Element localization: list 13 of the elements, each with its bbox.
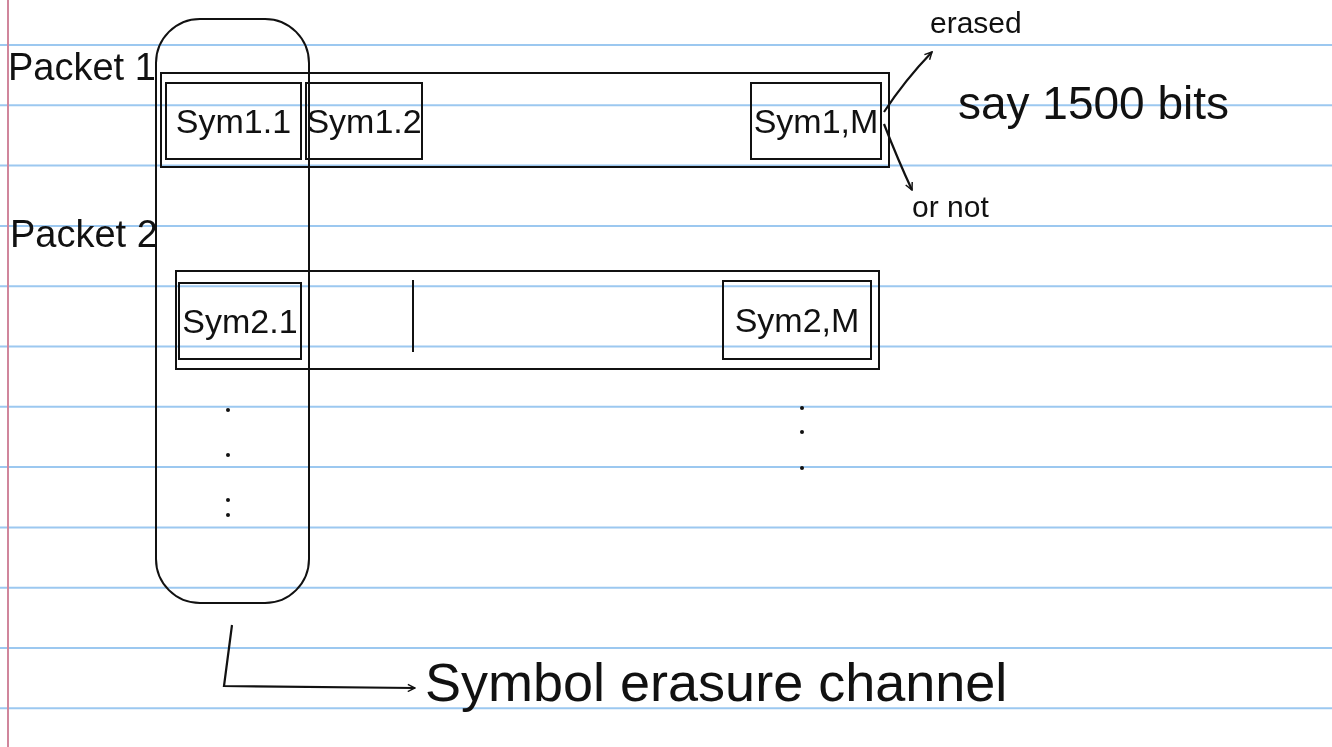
symbol-cell: Sym1,M bbox=[750, 82, 882, 160]
symbol-cell: Sym1.2 bbox=[305, 82, 423, 160]
arrow bbox=[883, 51, 933, 113]
packet-label: Packet 1 bbox=[8, 48, 156, 86]
handwritten-note: or not bbox=[912, 192, 989, 222]
symbol-column-outline bbox=[155, 18, 310, 604]
arrow bbox=[222, 624, 416, 693]
symbol-cell: Sym2,M bbox=[722, 280, 872, 360]
packet-label: Packet 2 bbox=[10, 215, 158, 253]
arrow bbox=[882, 123, 913, 191]
symbol-cell: Sym2.1 bbox=[178, 282, 302, 360]
symbol-cell: Sym1.1 bbox=[165, 82, 302, 160]
handwritten-note: erased bbox=[930, 8, 1022, 38]
